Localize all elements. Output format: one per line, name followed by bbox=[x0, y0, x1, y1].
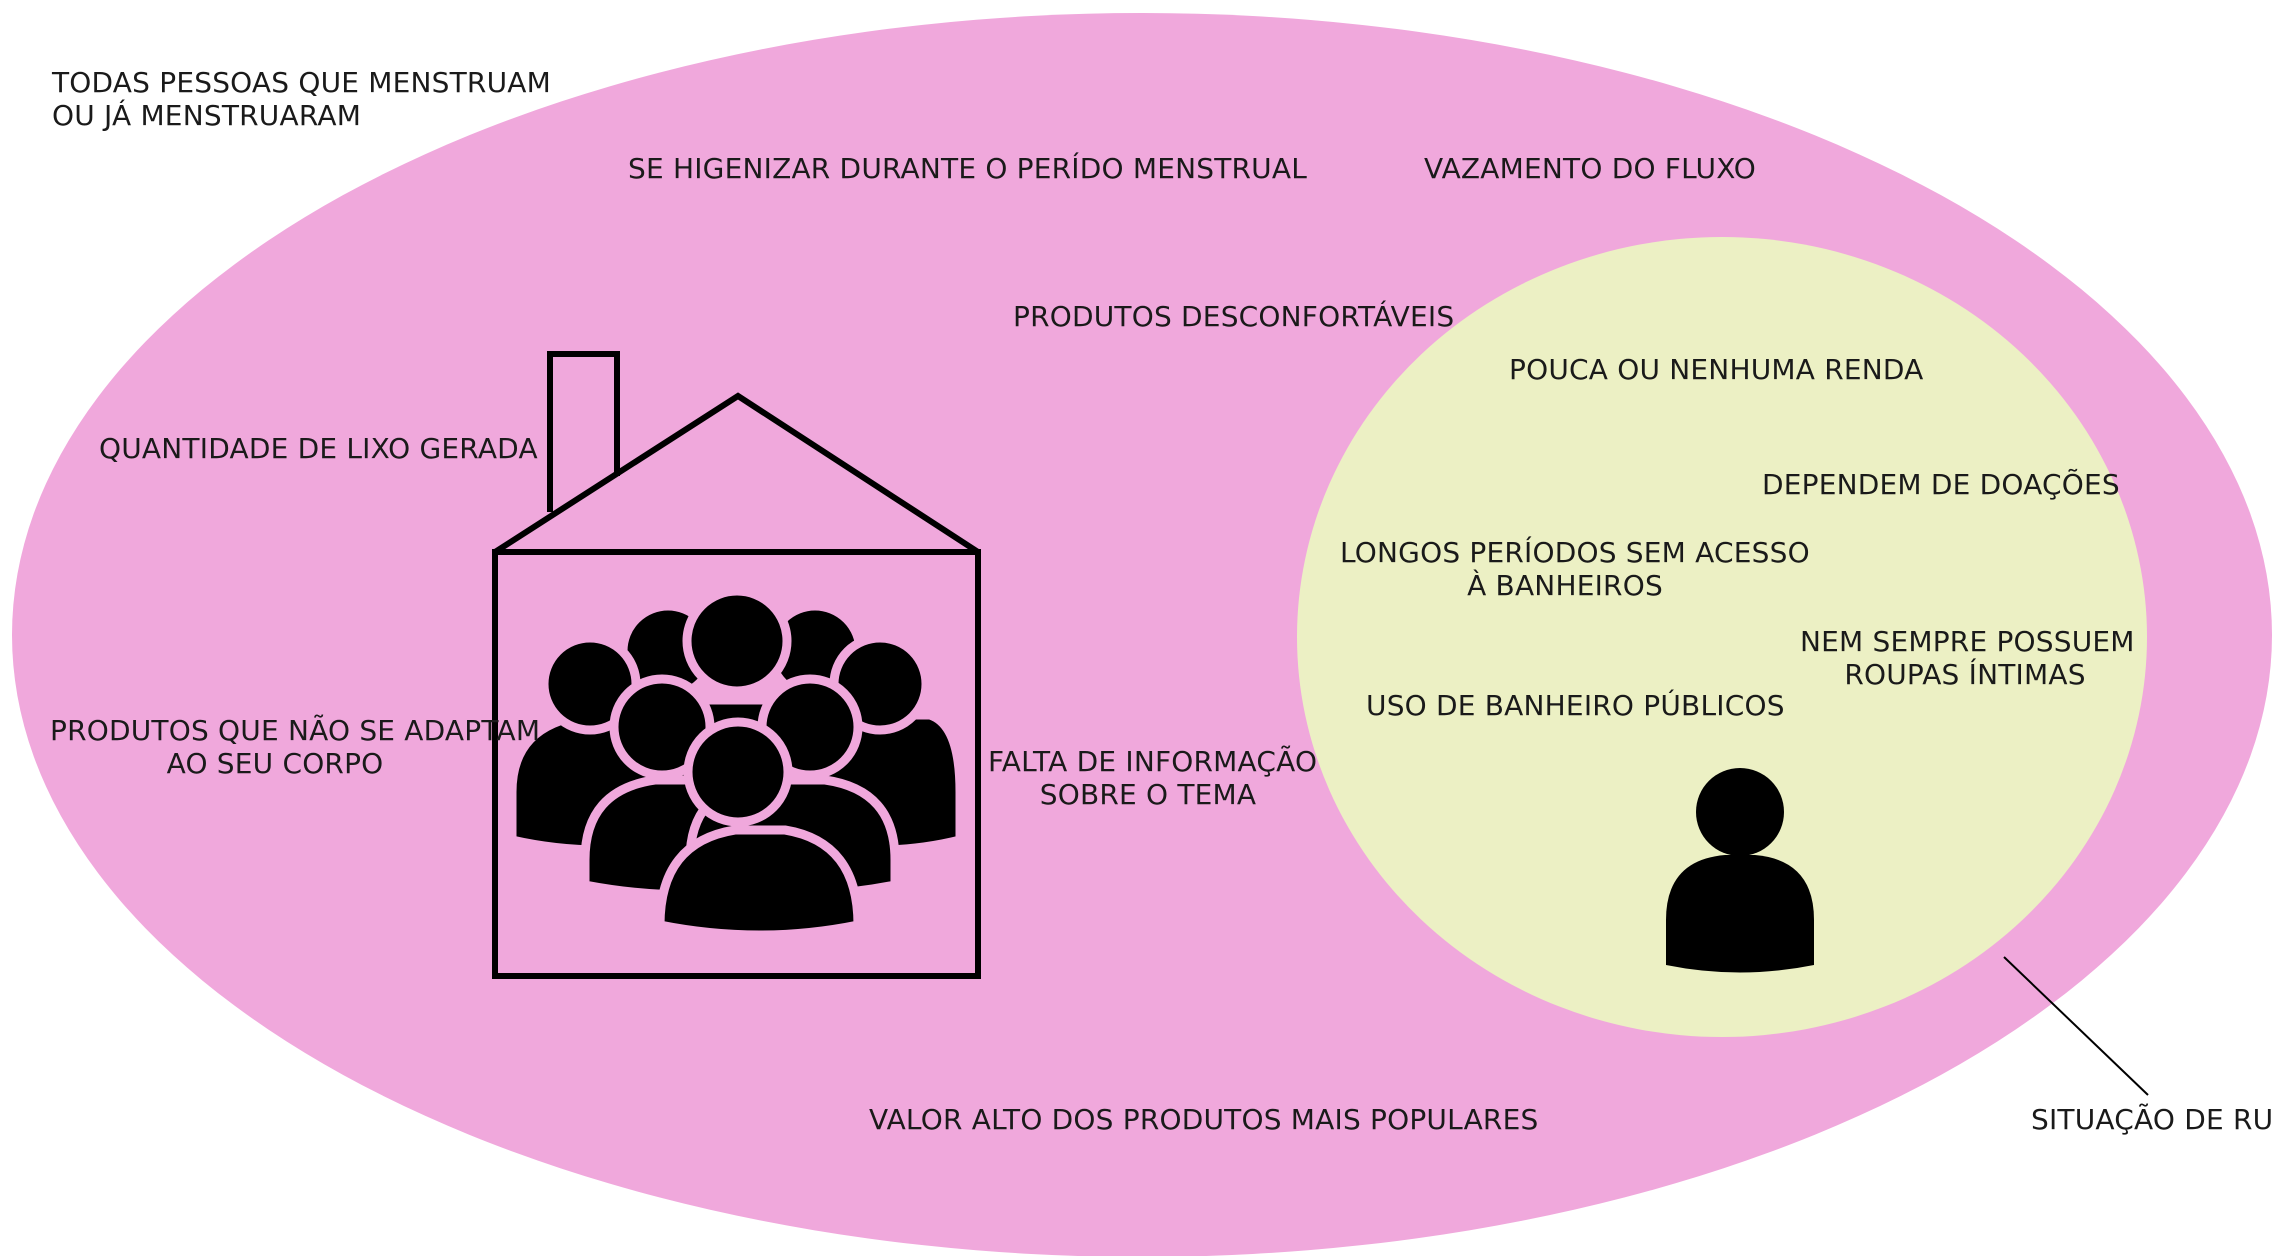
item-banheiros: LONGOS PERÍODOS SEM ACESSO À BANHEIROS bbox=[1340, 536, 1810, 602]
item-desconforto: PRODUTOS DESCONFORTÁVEIS bbox=[1013, 300, 1455, 333]
item-valor: VALOR ALTO DOS PRODUTOS MAIS POPULARES bbox=[869, 1103, 1539, 1136]
item-informacao-line-2: SOBRE O TEMA bbox=[1039, 778, 1257, 811]
inner-set-callout-line bbox=[2003, 956, 2149, 1096]
item-banheiros-line-1: LONGOS PERÍODOS SEM ACESSO bbox=[1340, 536, 1810, 569]
house-icon bbox=[492, 351, 981, 979]
item-doacoes: DEPENDEM DE DOAÇÕES bbox=[1762, 468, 2120, 501]
inner-set-ellipse bbox=[1297, 237, 2147, 1037]
inner-set-label: SITUAÇÃO DE RUA bbox=[2031, 1103, 2272, 1136]
item-adaptam-line-1: PRODUTOS QUE NÃO SE ADAPTAM bbox=[50, 714, 541, 747]
item-higiene: SE HIGENIZAR DURANTE O PERÍDO MENSTRUAL bbox=[628, 152, 1308, 185]
outer-set-label: TODAS PESSOAS QUE MENSTRUAM OU JÁ MENSTR… bbox=[52, 66, 551, 132]
item-banheiros-line-2: À BANHEIROS bbox=[1467, 569, 1663, 602]
item-lixo: QUANTIDADE DE LIXO GERADA bbox=[99, 432, 538, 465]
item-renda: POUCA OU NENHUMA RENDA bbox=[1509, 353, 1924, 386]
group-of-people-icon bbox=[507, 586, 965, 940]
item-vazamento: VAZAMENTO DO FLUXO bbox=[1424, 152, 1757, 185]
person-icon bbox=[1666, 768, 1814, 973]
item-roupas-line-2: ROUPAS ÍNTIMAS bbox=[1844, 658, 2086, 691]
outer-set-label-line-2: OU JÁ MENSTRUARAM bbox=[52, 99, 362, 132]
item-publicos: USO DE BANHEIRO PÚBLICOS bbox=[1366, 689, 1785, 722]
item-adaptam-line-2: AO SEU CORPO bbox=[166, 747, 384, 780]
outer-set-label-line-1: TODAS PESSOAS QUE MENSTRUAM bbox=[52, 66, 551, 99]
item-adaptam: PRODUTOS QUE NÃO SE ADAPTAM AO SEU CORPO bbox=[50, 714, 541, 780]
item-informacao: FALTA DE INFORMAÇÃO SOBRE O TEMA bbox=[988, 745, 1318, 811]
item-roupas-line-1: NEM SEMPRE POSSUEM bbox=[1800, 625, 2135, 658]
item-informacao-line-1: FALTA DE INFORMAÇÃO bbox=[988, 745, 1318, 778]
item-roupas: NEM SEMPRE POSSUEM ROUPAS ÍNTIMAS bbox=[1800, 625, 2135, 691]
